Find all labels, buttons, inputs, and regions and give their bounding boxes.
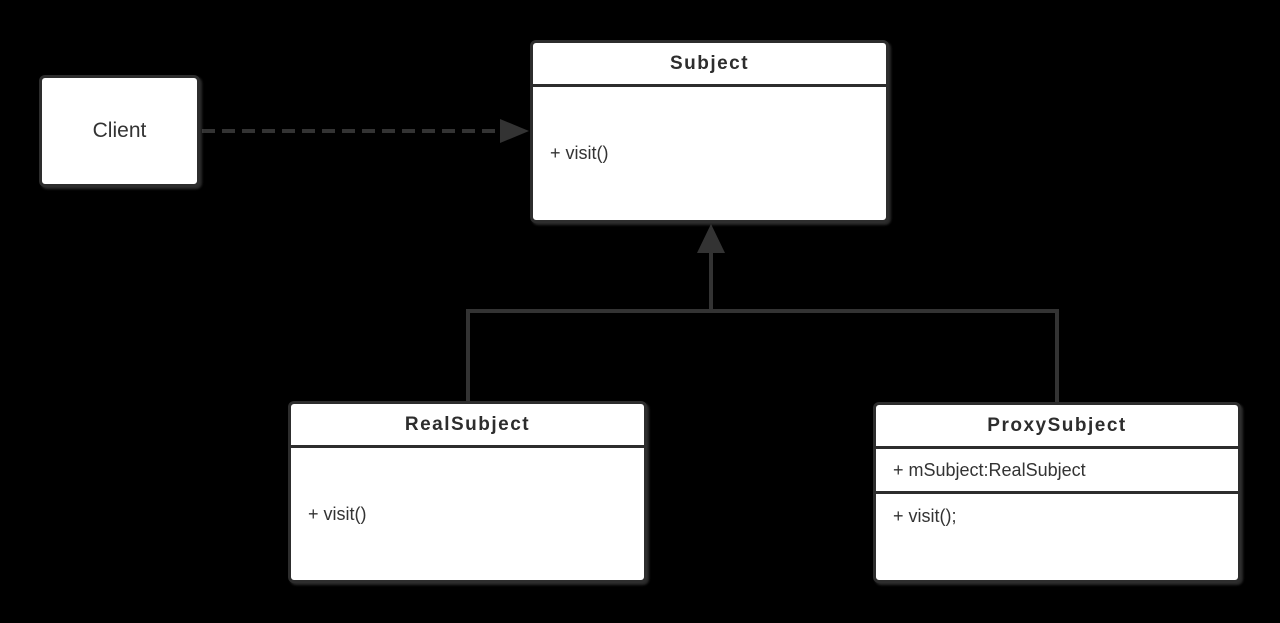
node-subject: Subject + visit() [530,40,889,223]
generalization-arrowhead-icon [697,224,725,253]
real-subject-methods-section: + visit() [291,448,644,580]
real-subject-method-label: + visit() [308,503,367,524]
node-real-subject: RealSubject + visit() [288,401,647,583]
node-proxy-subject: ProxySubject + mSubject:RealSubject + vi… [873,402,1241,583]
proxy-subject-methods-section: + visit(); [876,494,1238,580]
subject-method-label: + visit() [550,143,609,163]
proxy-subject-attributes-section: + mSubject:RealSubject [876,449,1238,494]
proxy-subject-title: ProxySubject [876,405,1238,449]
subject-title: Subject [533,43,886,87]
real-subject-title: RealSubject [291,404,644,448]
generalization-branch-line [466,309,1059,402]
dependency-arrowhead-icon [500,119,529,143]
subject-methods-section: + visit() [533,87,886,220]
proxy-subject-method-label: + visit(); [893,506,957,526]
client-label: Client [92,119,147,142]
proxy-subject-attribute-label: + mSubject:RealSubject [893,459,1086,480]
node-client: Client [39,75,200,187]
